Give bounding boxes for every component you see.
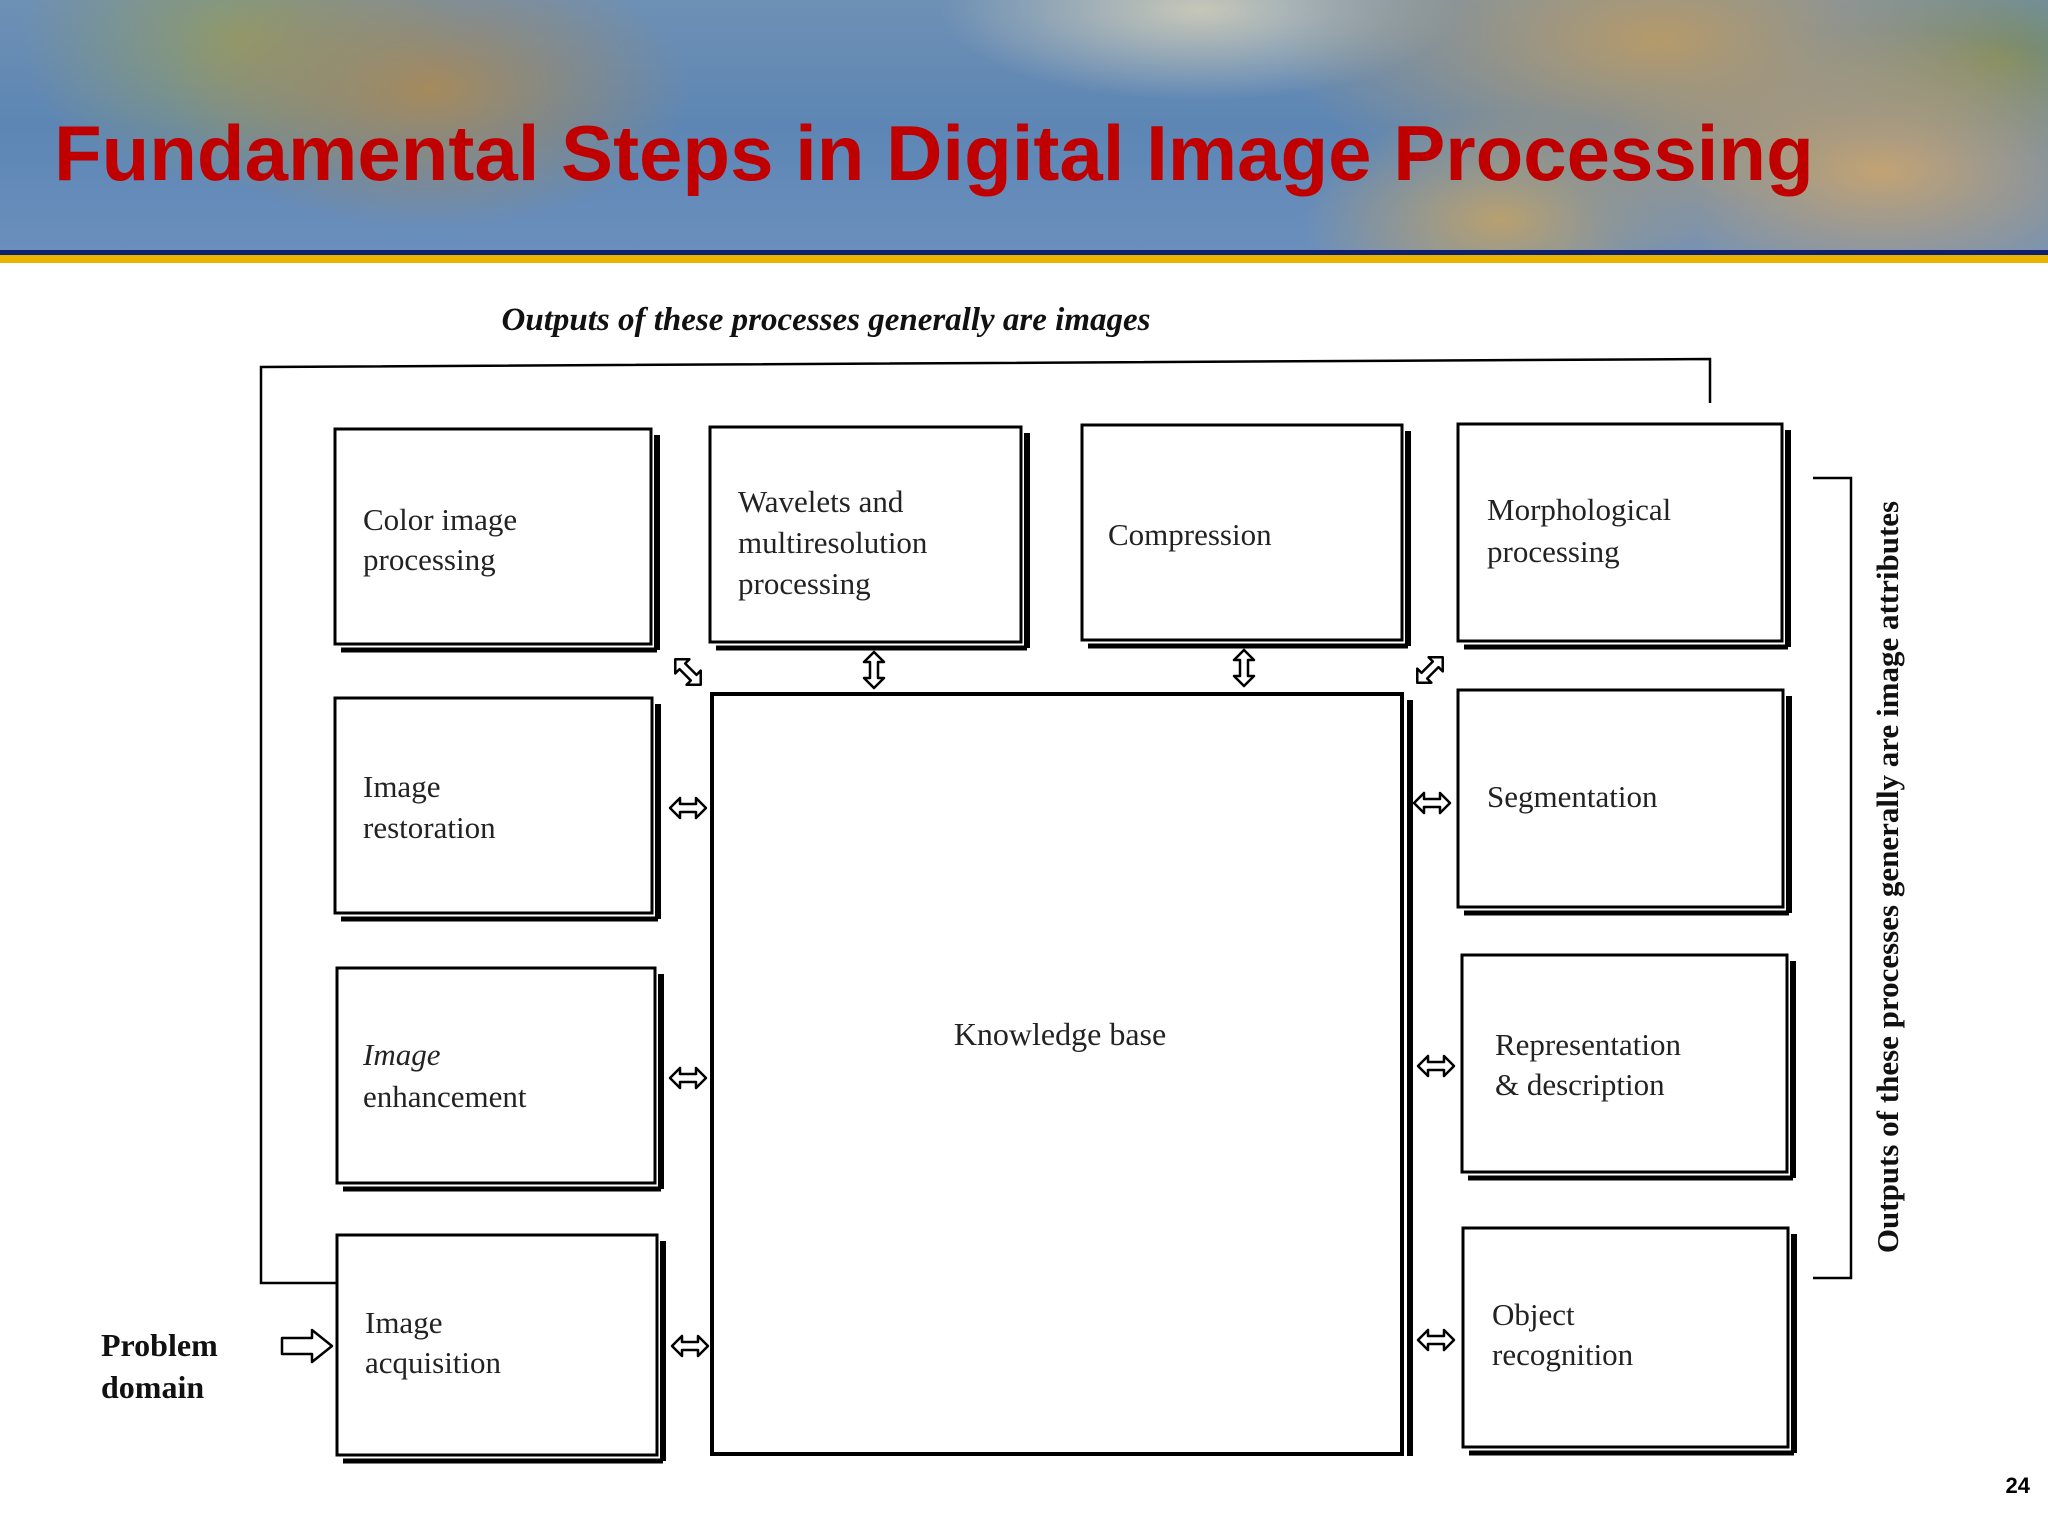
box-label-line: Color image [363,502,517,537]
problem-domain-label: domain [101,1369,204,1405]
box-label-line: Wavelets and [738,484,904,519]
box-label-line: Image [365,1305,442,1340]
svg-text:Problem domain: Problem domain [101,1327,226,1405]
double-arrow-icon [1416,1054,1456,1078]
box-label-line: restoration [363,810,496,845]
object-recognition-box: Object recognition [1461,1226,1797,1456]
double-arrow-icon [668,796,708,820]
box-label-line: enhancement [363,1079,527,1114]
knowledge-base-box: Knowledge base [710,692,1413,1456]
svg-text:Object recognition: Object recognition [1492,1297,1634,1372]
header-rule-blue [0,250,2048,255]
image-enhancement-box: Image enhancement [335,966,664,1192]
representation-description-box: Representation & description [1460,953,1796,1181]
box-label-line: Image [362,1037,441,1072]
slide-title: Fundamental Steps in Digital Image Proce… [54,109,1814,197]
svg-text:Image restoration: Image restoration [363,769,496,845]
svg-text:Morphological processing: Morphological processing [1487,492,1679,569]
attributes-bracket [1813,476,1853,1280]
header-rule-gold [0,255,2048,263]
image-restoration-box: Image restoration [333,696,661,922]
box-label-line: & description [1495,1067,1665,1102]
box-label-line: processing [1487,534,1620,569]
segmentation-box: Segmentation [1456,688,1792,916]
box-label-line: Morphological [1487,492,1671,527]
compression-box: Compression [1080,423,1411,649]
box-label-line: processing [738,566,871,601]
double-arrow-icon [1416,1328,1456,1352]
svg-text:Wavelets and multiresolu: Wavelets and multiresolution processing [738,484,935,601]
box-label-line: Image [363,769,440,804]
svg-text:Compression: Compression [1108,517,1272,552]
box-label-line: Compression [1108,517,1272,552]
double-arrow-icon [1412,791,1452,815]
box-label-line: multiresolution [738,525,928,560]
top-caption: Outputs of these processes generally are… [502,302,1151,338]
svg-text:Image acquisition: Image acquisition [365,1305,502,1380]
double-arrow-icon [668,1066,708,1090]
box-label-line: Representation [1495,1027,1681,1062]
color-image-processing-box: Color image processing [333,427,660,653]
box-label-line: acquisition [365,1345,502,1380]
double-arrow-icon [670,1334,710,1358]
box-label-line: processing [363,542,496,577]
image-acquisition-box: Image acquisition [335,1233,666,1464]
box-label-line: recognition [1492,1337,1634,1372]
box-label-line: Segmentation [1487,779,1658,814]
knowledge-base-label: Knowledge base [954,1016,1166,1052]
svg-text:Color image processing: Color image processing [363,502,525,577]
problem-domain-label: Problem [101,1327,218,1363]
image-outputs-bracket [259,357,1712,1285]
svg-text:Segmentation: Segmentation [1487,779,1658,814]
input-arrow-icon [280,1328,334,1364]
double-arrow-icon [1232,648,1256,688]
page-number: 24 [2005,1473,2030,1498]
svg-text:Image enhancement: Image enhancement [362,1037,527,1114]
double-arrow-icon [862,650,886,690]
double-arrow-icon [1408,648,1452,692]
wavelets-box: Wavelets and multiresolution processing [708,425,1030,651]
double-arrow-icon [666,650,710,694]
header-map-banner [0,0,2048,252]
box-label-line: Object [1492,1297,1575,1332]
morphological-processing-box: Morphological processing [1456,422,1791,650]
side-caption: Outputs of these processes generally are… [1870,501,1905,1253]
svg-text:Representation & descrip: Representation & description [1495,1027,1689,1102]
